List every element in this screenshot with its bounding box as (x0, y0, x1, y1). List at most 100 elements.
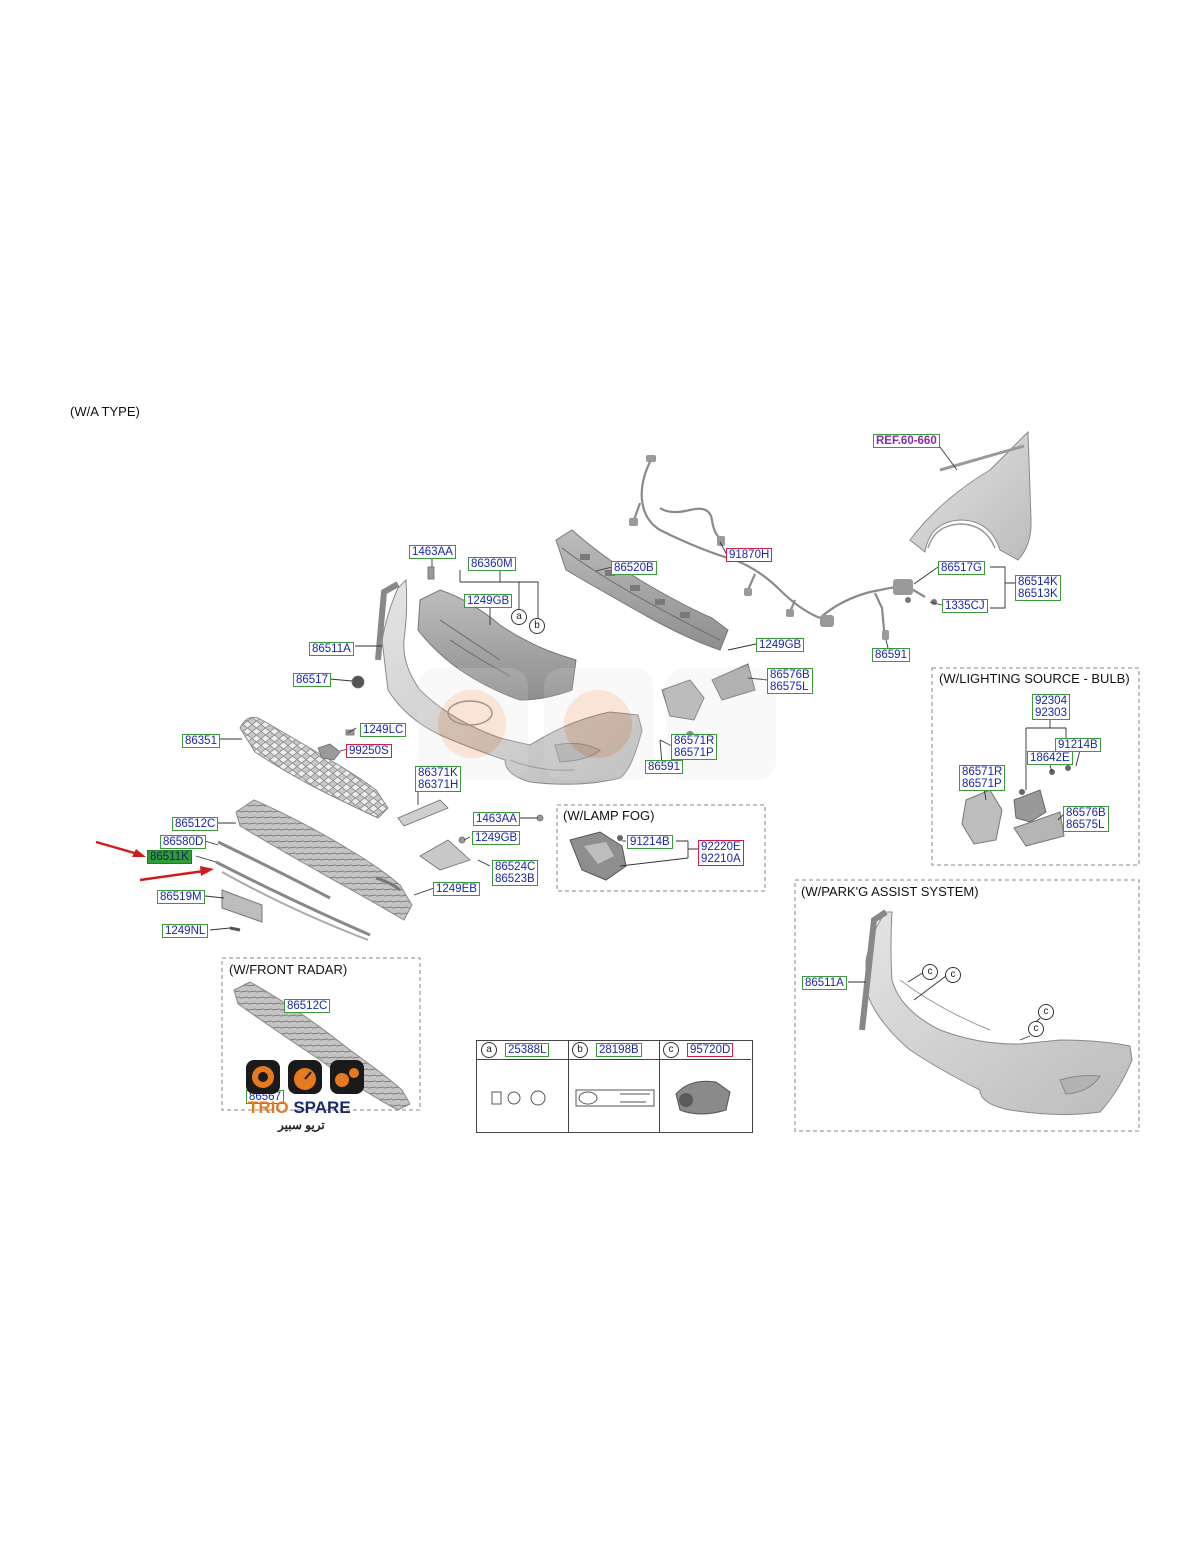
legend-letter-c: c (663, 1042, 679, 1058)
legend-table: a 25388L b 28198B c 95720D (476, 1040, 753, 1133)
part-label-86571r-86571p-lighting[interactable]: 86571R 86571P (959, 765, 1006, 791)
part-label-86524c-86523b[interactable]: 86524C 86523B (492, 860, 539, 886)
part-label-86519m[interactable]: 86519M (157, 890, 205, 904)
part-label-92303[interactable]: 92303 (1035, 707, 1067, 719)
part-label-86575l-lighting[interactable]: 86575L (1066, 819, 1105, 831)
logo-icons (246, 1060, 364, 1094)
parking-box (794, 879, 1140, 1132)
part-label-86591-b[interactable]: 86591 (872, 648, 910, 662)
part-label-86351[interactable]: 86351 (182, 734, 220, 748)
section-title-front-radar: (W/FRONT RADAR) (229, 962, 348, 977)
part-label-1463aa-b[interactable]: 1463AA (473, 812, 520, 826)
fender-part (909, 430, 1032, 561)
legend-part-a[interactable]: 25388L (505, 1043, 550, 1057)
logo-arabic: تريو سبير (278, 1118, 325, 1132)
part-label-86511a[interactable]: 86511A (309, 642, 354, 656)
legend-part-b[interactable]: 28198B (596, 1043, 642, 1057)
lighting-box (931, 667, 1140, 866)
part-label-1249gb-b[interactable]: 1249GB (472, 831, 521, 845)
highlight-arrows (95, 840, 214, 882)
legend-letter-b: b (572, 1042, 588, 1058)
part-label-86511k-selected[interactable]: 86511K (147, 850, 192, 864)
legend-letter-a: a (481, 1042, 497, 1058)
part-label-86591[interactable]: 86591 (645, 760, 683, 774)
part-label-1249lc[interactable]: 1249LC (360, 723, 407, 737)
part-label-86371k-h[interactable]: 86371K 86371H (415, 766, 462, 792)
part-label-86517g[interactable]: 86517G (938, 561, 985, 575)
part-label-1249gb-c[interactable]: 1249GB (756, 638, 805, 652)
part-label-86580d[interactable]: 86580D (160, 835, 207, 849)
part-label-91870h[interactable]: 91870H (726, 548, 773, 562)
part-label-86371h[interactable]: 86371H (418, 779, 459, 791)
part-label-86371k[interactable]: 86371K (418, 767, 458, 779)
part-label-92304-92303[interactable]: 92304 92303 (1032, 694, 1070, 720)
part-label-86576b-lighting[interactable]: 86576B (1066, 807, 1106, 819)
logo-word-spare: SPARE (293, 1098, 351, 1117)
part-label-86511a-parking[interactable]: 86511A (802, 976, 847, 990)
section-title-lamp-fog: (W/LAMP FOG) (563, 808, 655, 823)
part-label-92210a[interactable]: 92210A (701, 853, 741, 865)
legend-cell-a: a 25388L (477, 1041, 569, 1132)
part-label-86571p-lighting[interactable]: 86571P (962, 778, 1002, 790)
part-label-86571r-lighting[interactable]: 86571R (962, 766, 1003, 778)
ref-link-label[interactable]: REF.60-660 (873, 434, 940, 448)
part-label-1463aa[interactable]: 1463AA (409, 545, 456, 559)
part-label-92220e[interactable]: 92220E (701, 841, 741, 853)
legend-icons (491, 1080, 731, 1115)
part-label-86524c[interactable]: 86524C (495, 861, 536, 873)
part-label-86512c[interactable]: 86512C (172, 817, 219, 831)
callout-c-2: c (945, 967, 961, 983)
part-label-86576b-86575l[interactable]: 86576B 86575L (767, 668, 813, 694)
callout-c-3: c (1038, 1004, 1054, 1020)
brand-logo: TRIO SPARE تريو سبير (244, 1058, 368, 1134)
part-label-86517[interactable]: 86517 (293, 673, 331, 687)
part-label-86571p[interactable]: 86571P (674, 747, 714, 759)
legend-cell-c: c 95720D (659, 1041, 751, 1132)
parking-bumper-part (859, 909, 1133, 1116)
part-label-86523b[interactable]: 86523B (495, 873, 535, 885)
part-label-86571r-86571p[interactable]: 86571R 86571P (671, 734, 718, 760)
ref-leader (939, 446, 958, 471)
grille-mesh-part (239, 716, 389, 819)
part-label-86520b[interactable]: 86520B (611, 561, 657, 575)
part-label-99250s[interactable]: 99250S (346, 744, 392, 758)
callout-a: a (511, 609, 527, 625)
part-label-86575l[interactable]: 86575L (770, 681, 809, 693)
part-label-86513k[interactable]: 86513K (1018, 588, 1058, 600)
logo-word-trio: TRIO (248, 1098, 289, 1117)
part-label-86514k[interactable]: 86514K (1018, 576, 1058, 588)
callout-c-1: c (922, 964, 938, 980)
part-label-86512c-radar[interactable]: 86512C (284, 999, 331, 1013)
part-label-1249gb[interactable]: 1249GB (464, 594, 513, 608)
callout-c-4: c (1028, 1021, 1044, 1037)
part-label-18642e[interactable]: 18642E (1027, 751, 1073, 765)
part-label-86514k-86513k[interactable]: 86514K 86513K (1015, 575, 1061, 601)
part-label-86576b[interactable]: 86576B (770, 669, 810, 681)
legend-part-c[interactable]: 95720D (687, 1043, 734, 1057)
logo-wordmark: TRIO SPARE (248, 1098, 351, 1118)
legend-cell-b: b 28198B (568, 1041, 660, 1132)
part-label-92220e-92210a[interactable]: 92220E 92210A (698, 840, 744, 866)
part-label-86571r[interactable]: 86571R (674, 735, 715, 747)
section-title-lighting: (W/LIGHTING SOURCE - BULB) (939, 671, 1130, 686)
part-label-91214b-fog[interactable]: 91214B (627, 835, 673, 849)
part-label-1249eb[interactable]: 1249EB (433, 882, 480, 896)
fog-lamp-bracket-part (661, 663, 756, 739)
section-title-parking: (W/PARK'G ASSIST SYSTEM) (801, 884, 979, 899)
part-label-91214b-lighting[interactable]: 91214B (1055, 738, 1101, 752)
watermark (418, 668, 776, 780)
part-label-86360m[interactable]: 86360M (468, 557, 516, 571)
part-label-1249nl[interactable]: 1249NL (162, 924, 209, 938)
bumper-cover-part (375, 578, 643, 785)
lower-grille-part (235, 799, 413, 921)
leader-lines (195, 541, 1015, 931)
front-radar-box (221, 957, 421, 1111)
moulding-strips-part (215, 840, 371, 941)
part-label-1335cj[interactable]: 1335CJ (942, 599, 988, 613)
part-label-86576b-86575l-lighting[interactable]: 86576B 86575L (1063, 806, 1109, 832)
part-label-92304[interactable]: 92304 (1035, 695, 1067, 707)
fog-lamp-part (569, 831, 627, 881)
plate-bracket-part (221, 889, 263, 932)
